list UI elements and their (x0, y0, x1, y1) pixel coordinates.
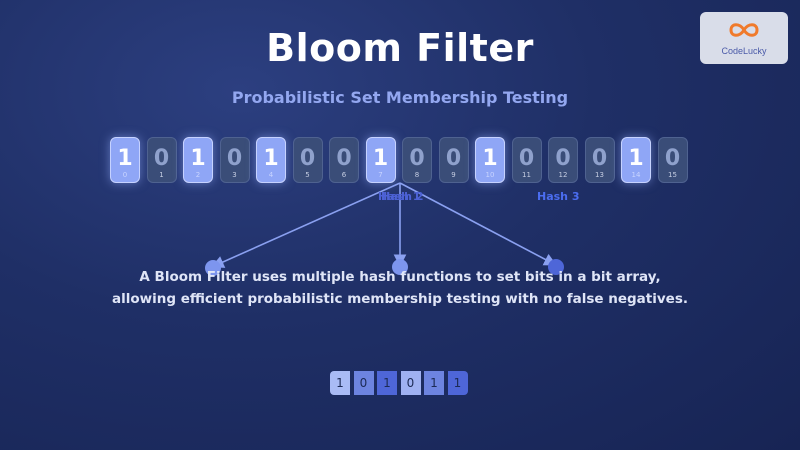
infinity-logo-icon (729, 23, 759, 37)
description: A Bloom Filter uses multiple hash functi… (0, 266, 800, 310)
bit-value: 0 (555, 146, 571, 171)
bit-value: 0 (409, 146, 425, 171)
bit-value: 0 (153, 146, 170, 171)
bit-index: 11 (522, 171, 531, 179)
bit-value: 0 (226, 146, 243, 171)
bit-index: 5 (305, 171, 310, 179)
hash-label-2: Hash 2 (381, 190, 424, 203)
bit-index: 2 (195, 171, 201, 179)
bit-index: 0 (122, 171, 128, 179)
bit-value: 0 (445, 146, 462, 171)
hash-node-2 (392, 259, 408, 275)
hash-arrow-3 (399, 182, 557, 266)
codelucky-logo: CodeLucky (700, 12, 788, 64)
bit-value: 0 (591, 146, 608, 171)
bit-index: 9 (451, 171, 456, 179)
bit-value: 0 (299, 146, 316, 171)
logo-text: CodeLucky (721, 46, 767, 56)
bit-index: 13 (595, 171, 604, 179)
small-bit-cell: 0 (353, 371, 374, 395)
description-line-1: A Bloom Filter uses multiple hash functi… (139, 269, 661, 285)
bit-value: 0 (664, 146, 681, 171)
bit-index: 4 (268, 171, 274, 179)
page-subtitle: Probabilistic Set Membership Testing (231, 88, 569, 107)
bit-value: 1 (628, 146, 644, 171)
bit-index: 8 (414, 171, 420, 179)
page-title: Bloom Filter (266, 26, 534, 70)
bit-value: 1 (263, 146, 279, 171)
small-bit-cell: 1 (447, 371, 468, 395)
small-bit-cell: 1 (377, 371, 397, 395)
bit-value: 1 (117, 146, 133, 171)
small-bit-cell: 1 (424, 371, 444, 395)
small-bit-cell: 0 (400, 371, 421, 395)
bit-value: 0 (518, 146, 535, 171)
hash-label-3: Hash 3 (537, 190, 580, 203)
bit-index: 1 (159, 171, 164, 179)
small-bit-cell: 1 (330, 371, 350, 395)
bit-index: 7 (378, 171, 383, 179)
hash-node-3 (548, 259, 564, 275)
hash-label-1: Hash 1 (378, 190, 421, 203)
bit-index: 3 (232, 171, 237, 179)
bit-index: 6 (341, 171, 347, 179)
bit-index: 12 (558, 171, 568, 179)
bit-value: 1 (482, 146, 498, 171)
hash-node-1 (205, 260, 221, 276)
description-line-2: allowing efficient probabilistic members… (111, 291, 688, 307)
bit-value: 1 (190, 146, 206, 171)
bit-value: 1 (372, 146, 389, 171)
bit-index: 10 (485, 171, 495, 179)
hash-arrow-1 (211, 182, 401, 268)
bit-value: 0 (336, 146, 352, 171)
bit-index: 14 (631, 171, 641, 179)
bit-index: 15 (668, 171, 677, 179)
